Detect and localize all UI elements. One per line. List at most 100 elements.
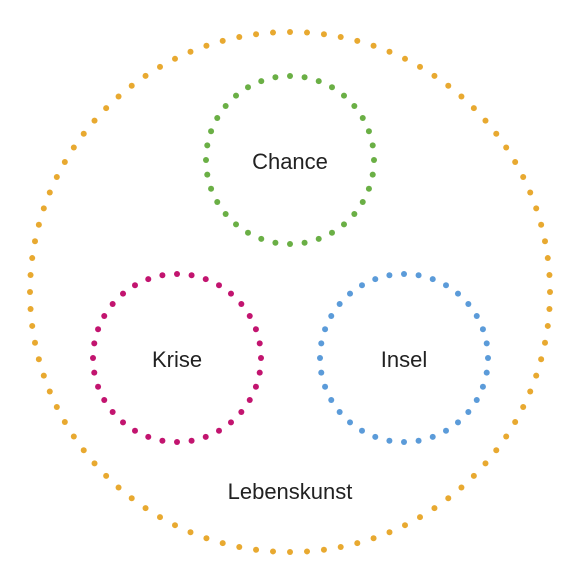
ring-dot [27,272,34,278]
ring-dot [542,238,548,245]
ring-dot [473,397,480,403]
ring-dot [202,433,209,440]
ring-dot [329,84,335,91]
ring-dot [53,404,60,410]
ring-dot [172,55,178,62]
ring-dot [272,74,279,81]
ring-dot [174,439,180,445]
ring-dot [372,433,379,440]
ring-dot [233,92,240,99]
ring-dot [245,229,251,236]
ring-dot [238,408,245,415]
ring-dot [512,159,519,165]
ring-dot [538,356,545,363]
ring-dot [27,306,34,312]
ring-dot [417,514,423,521]
ring-dot [465,408,472,415]
ring-dot [142,505,149,512]
ring-dot [470,105,477,112]
ring-dot [120,290,127,297]
ring-dot [340,221,347,228]
ring-dot [159,437,166,444]
ring-dot [479,383,486,390]
ring-dot [322,383,329,390]
ring-dot [256,340,263,347]
ring-dot [174,271,180,277]
ring-dot [365,128,372,135]
ring-dot [203,157,209,163]
ring-dot [320,31,327,38]
ring-dot [370,42,377,49]
ring-dot [91,460,98,467]
label-chance: Chance [252,149,328,174]
ring-dot [322,326,329,333]
outer-dotted-circle-lebenskunst [27,29,553,555]
ring-dot [354,540,361,547]
ring-dot [80,447,87,454]
ring-dot [29,255,36,262]
ring-dot [27,289,33,295]
ring-dot [120,419,127,426]
ring-dot [354,37,361,44]
label-insel: Insel [381,347,427,372]
ring-dot [512,419,519,425]
dotted-circle-krise [90,271,264,445]
ring-dot [337,34,344,40]
ring-dot [233,221,240,228]
ring-dot [402,522,408,529]
ring-dot [493,130,500,137]
ring-dot [538,221,545,228]
ring-dot [35,221,42,228]
ring-dot [329,229,335,236]
ring-dot [546,306,553,312]
ring-dot [401,439,407,445]
ring-dot [454,290,461,297]
ring-dot [301,74,308,81]
ring-dot [544,255,551,262]
ring-dot [369,171,376,178]
ring-dot [208,185,215,192]
ring-dot [236,34,243,40]
ring-dot [219,37,226,44]
ring-dot [157,514,163,521]
ring-dot [443,282,449,289]
ring-dot [157,63,163,70]
ring-dot [359,199,366,205]
ring-dot [91,117,98,124]
ring-dot [304,29,310,36]
ring-dot [227,419,234,426]
ring-dot [109,408,116,415]
ring-dot [351,103,358,110]
ring-dot [401,271,407,277]
ring-dot [245,84,251,91]
ring-dot [369,142,376,149]
ring-dot [415,437,422,444]
ring-dot [359,115,366,121]
ring-dot [238,301,245,308]
ring-dot [542,339,548,346]
ring-dot [46,388,53,395]
ring-dot [458,93,465,100]
ring-dot [454,419,461,426]
ring-dot [287,29,293,35]
ring-dot [359,427,365,434]
ring-dot [272,239,279,246]
ring-dot [546,272,553,278]
ring-dot [214,115,221,121]
ring-dot [145,276,152,283]
ring-dot [470,472,477,479]
ring-dot [80,130,87,137]
ring-dot [318,369,325,376]
ring-dot [445,495,452,502]
ring-dot [527,388,534,395]
ring-dot [465,301,472,308]
ring-dot [35,356,42,363]
ring-dot [485,355,491,361]
ring-dot [46,189,53,196]
ring-dot [429,276,436,283]
ring-dot [415,272,422,279]
ring-dot [222,103,229,110]
ring-dot [527,189,534,196]
ring-dot [365,185,372,192]
